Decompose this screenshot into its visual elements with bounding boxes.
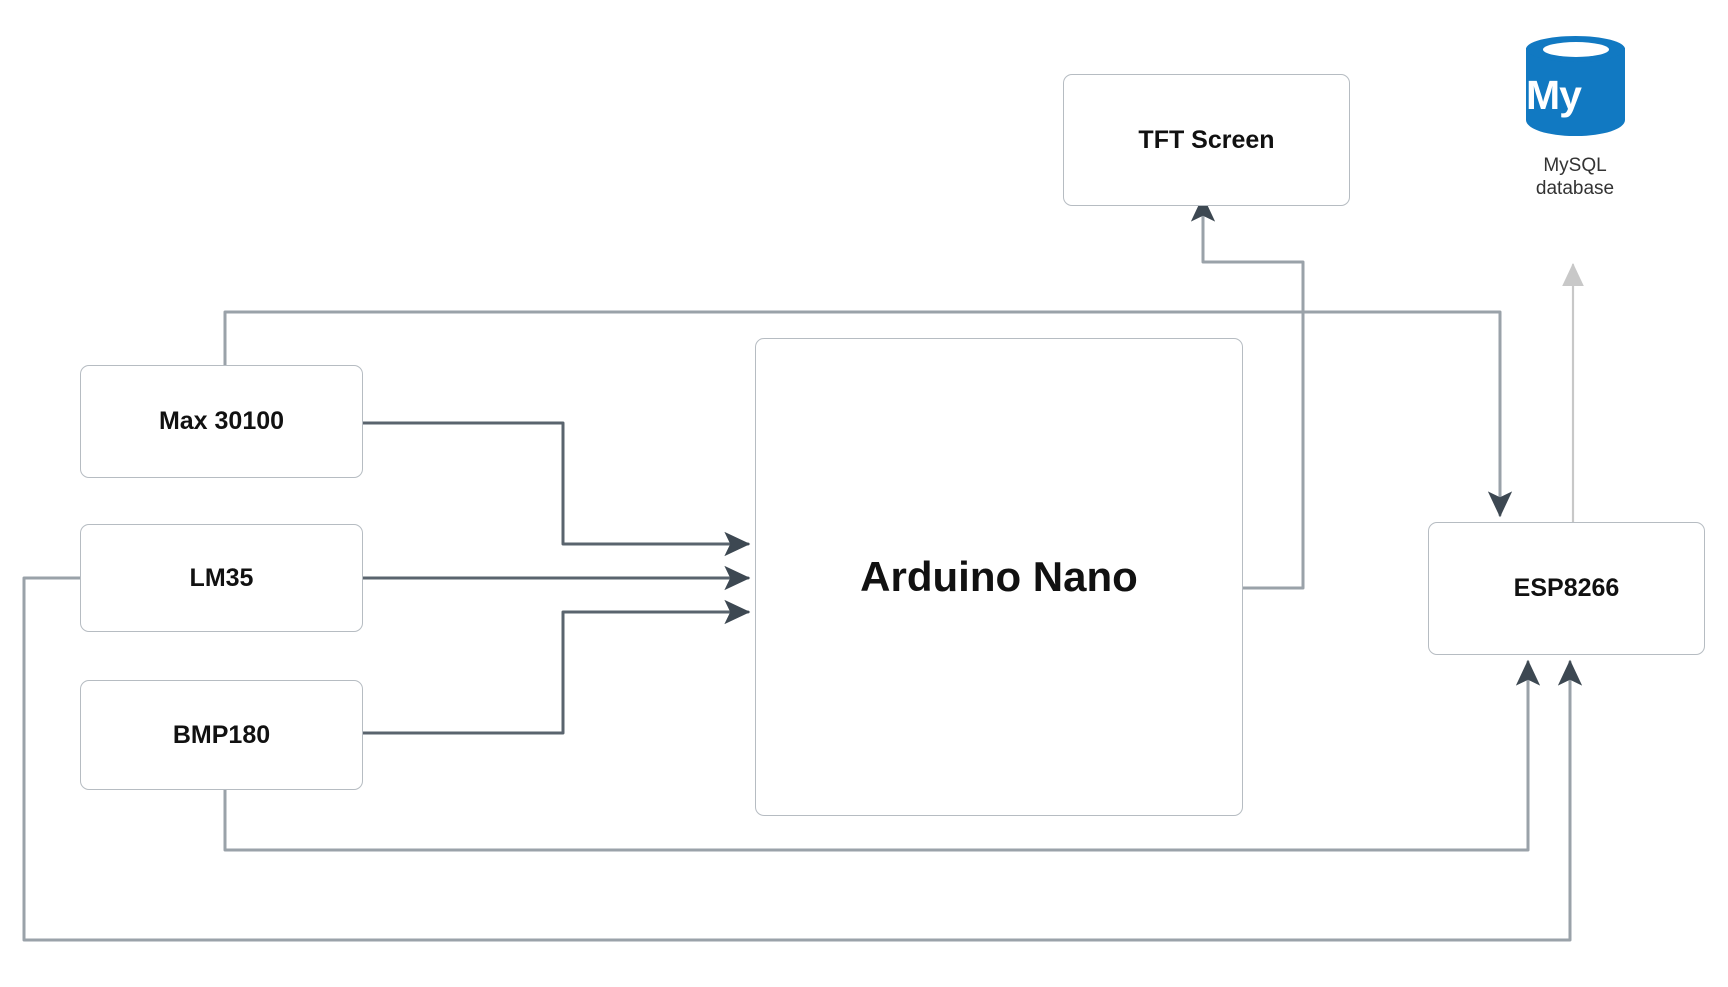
node-tft-screen-label: TFT Screen bbox=[1138, 125, 1275, 154]
cylinder-body bbox=[1526, 48, 1625, 136]
node-esp8266-label: ESP8266 bbox=[1513, 574, 1620, 603]
node-esp8266[interactable]: ESP8266 bbox=[1428, 522, 1705, 655]
node-lm35[interactable]: LM35 bbox=[80, 524, 363, 632]
mysql-logo-text: My bbox=[1526, 72, 1582, 118]
cylinder-hole bbox=[1543, 42, 1609, 57]
node-arduino-nano[interactable]: Arduino Nano bbox=[755, 338, 1243, 816]
mysql-caption: MySQL database bbox=[1510, 154, 1640, 200]
wire-max30100-to-arduino bbox=[361, 421, 751, 557]
node-max-30100[interactable]: Max 30100 bbox=[80, 365, 363, 478]
node-bmp180-label: BMP180 bbox=[172, 720, 271, 749]
wire-bmp180-to-arduino bbox=[361, 599, 751, 735]
node-max-30100-label: Max 30100 bbox=[158, 407, 285, 436]
mysql-caption-line-1: MySQL bbox=[1543, 155, 1607, 176]
node-arduino-nano-label: Arduino Nano bbox=[860, 552, 1138, 600]
mysql-caption-line-2: database bbox=[1535, 178, 1615, 200]
node-bmp180[interactable]: BMP180 bbox=[80, 680, 363, 790]
node-lm35-label: LM35 bbox=[189, 563, 254, 592]
node-tft-screen[interactable]: TFT Screen bbox=[1063, 74, 1350, 206]
node-mysql-database[interactable]: My MySQL database bbox=[1510, 36, 1640, 221]
mysql-database-icon: My bbox=[1526, 36, 1625, 148]
